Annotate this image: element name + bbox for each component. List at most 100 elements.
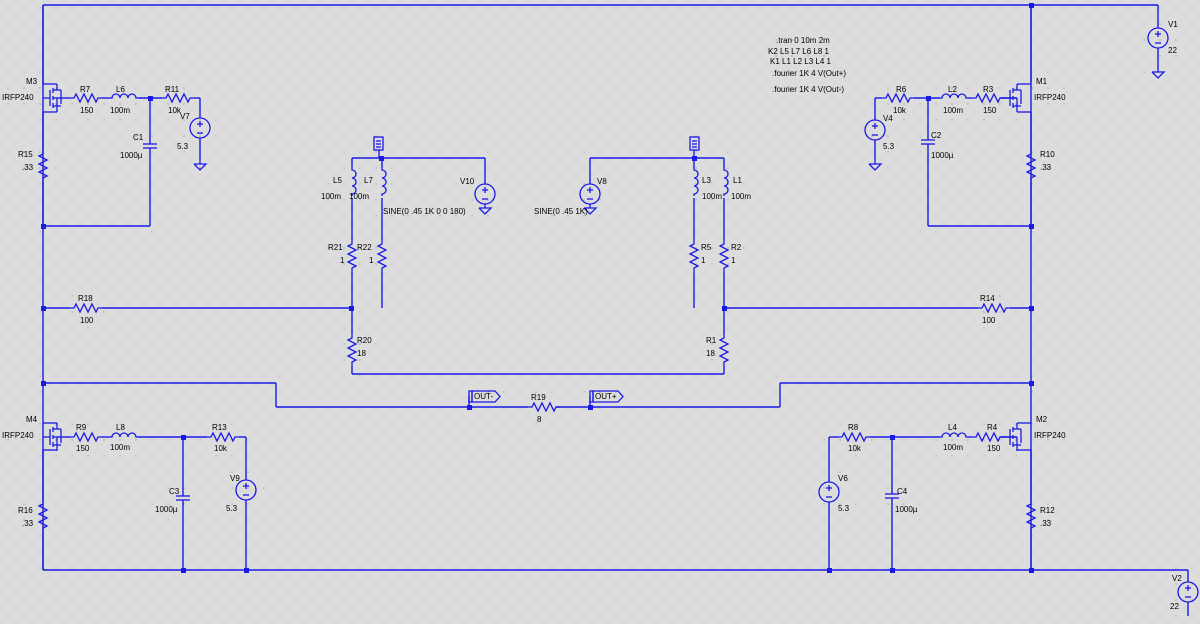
r7-value: 150: [80, 106, 94, 115]
r20-name: R20: [357, 336, 372, 345]
r12-name: R12: [1040, 506, 1055, 515]
m2-model: IRFP240: [1034, 431, 1066, 440]
m3-name: M3: [26, 77, 38, 86]
c2-name: C2: [931, 131, 942, 140]
l2-value: 100m: [943, 106, 963, 115]
r9-name: R9: [76, 423, 87, 432]
directive-line: .tran 0 10m 2m: [776, 36, 830, 45]
c3-name: C3: [169, 487, 180, 496]
r21-name: R21: [328, 243, 343, 252]
l1-name: L1: [733, 176, 742, 185]
v4-name: V4: [883, 114, 893, 123]
junctions: [41, 3, 1034, 573]
v7-value: 5.3: [177, 142, 189, 151]
r19-value: 8: [537, 415, 542, 424]
v2-name: V2: [1172, 574, 1182, 583]
r10-name: R10: [1040, 150, 1055, 159]
m1-name: M1: [1036, 77, 1048, 86]
r21-value: 1: [340, 256, 345, 265]
r2-value: 1: [731, 256, 736, 265]
v10-name: V10: [460, 177, 475, 186]
l1-value: 100m: [731, 192, 751, 201]
r14-name: R14: [980, 294, 995, 303]
r12-value: .33: [1040, 519, 1052, 528]
c4-value: 1000µ: [895, 505, 918, 514]
r3-value: 150: [983, 106, 997, 115]
r20-value: 18: [357, 349, 366, 358]
r14-value: 100: [982, 316, 996, 325]
l4-value: 100m: [943, 443, 963, 452]
m2-name: M2: [1036, 415, 1048, 424]
r22-value: 1: [369, 256, 374, 265]
spice-directives[interactable]: .tran 0 10m 2m K2 L5 L7 L6 L8 1 K1 L1 L2…: [768, 36, 846, 94]
r6-name: R6: [896, 85, 907, 94]
wires: [42, 4, 1189, 616]
r11-name: R11: [165, 85, 180, 94]
l7-value: 100m: [349, 192, 369, 201]
l8-name: L8: [116, 423, 125, 432]
l5-name: L5: [333, 176, 342, 185]
m3-model: IRFP240: [2, 93, 34, 102]
r4-value: 150: [987, 444, 1001, 453]
r6-value: 10k: [893, 106, 907, 115]
r18-name: R18: [78, 294, 93, 303]
out-plus-label-text: OUT+: [595, 392, 617, 401]
c4-name: C4: [897, 487, 908, 496]
r5-value: 1: [701, 256, 706, 265]
l8-value: 100m: [110, 443, 130, 452]
v10-value: SINE(0 .45 1K 0 0 180): [383, 207, 466, 216]
v8-name: V8: [597, 177, 607, 186]
r2-name: R2: [731, 243, 742, 252]
out-minus-net-label[interactable]: OUT-: [468, 390, 501, 403]
r1-value: 18: [706, 349, 715, 358]
r7-name: R7: [80, 85, 91, 94]
directive-line: .fourier 1K 4 V(Out+): [772, 69, 846, 78]
r22-name: R22: [357, 243, 372, 252]
r15-name: R15: [18, 150, 33, 159]
directive-line: K2 L5 L7 L6 L8 1: [768, 47, 829, 56]
r19-name: R19: [531, 393, 546, 402]
v1-name: V1: [1168, 20, 1178, 29]
v6-value: 5.3: [838, 504, 850, 513]
l3-name: L3: [702, 176, 711, 185]
m1-model: IRFP240: [1034, 93, 1066, 102]
coupling-marker-icon: [689, 136, 700, 158]
r3-name: R3: [983, 85, 994, 94]
c1-name: C1: [133, 133, 144, 142]
v2-value: 22: [1170, 602, 1179, 611]
r11-value: 10k: [168, 106, 182, 115]
l6-name: L6: [116, 85, 125, 94]
l3-value: 100m: [702, 192, 722, 201]
c3-value: 1000µ: [155, 505, 178, 514]
m4-model: IRFP240: [2, 431, 34, 440]
v8-value: SINE(0 .45 1K): [534, 207, 588, 216]
out-plus-net-label[interactable]: OUT+: [589, 390, 624, 403]
l2-name: L2: [948, 85, 957, 94]
v4-value: 5.3: [883, 142, 895, 151]
r10-value: .33: [1040, 163, 1052, 172]
r9-value: 150: [76, 444, 90, 453]
v9-name: V9: [230, 474, 240, 483]
r1-name: R1: [706, 336, 717, 345]
v9-value: 5.3: [226, 504, 238, 513]
r4-name: R4: [987, 423, 998, 432]
c2-value: 1000µ: [931, 151, 954, 160]
m4-name: M4: [26, 415, 38, 424]
c1-value: 1000µ: [120, 151, 143, 160]
v7-name: V7: [180, 112, 190, 121]
r8-value: 10k: [848, 444, 862, 453]
r16-value: .33: [22, 519, 34, 528]
r18-value: 100: [80, 316, 94, 325]
coupling-marker-icon: [373, 136, 384, 158]
r15-value: .33: [22, 163, 34, 172]
v1-value: 22: [1168, 46, 1177, 55]
l6-value: 100m: [110, 106, 130, 115]
v6-name: V6: [838, 474, 848, 483]
r13-value: 10k: [214, 444, 228, 453]
r8-name: R8: [848, 423, 859, 432]
out-minus-label-text: OUT-: [474, 392, 493, 401]
r16-name: R16: [18, 506, 33, 515]
l7-name: L7: [364, 176, 373, 185]
